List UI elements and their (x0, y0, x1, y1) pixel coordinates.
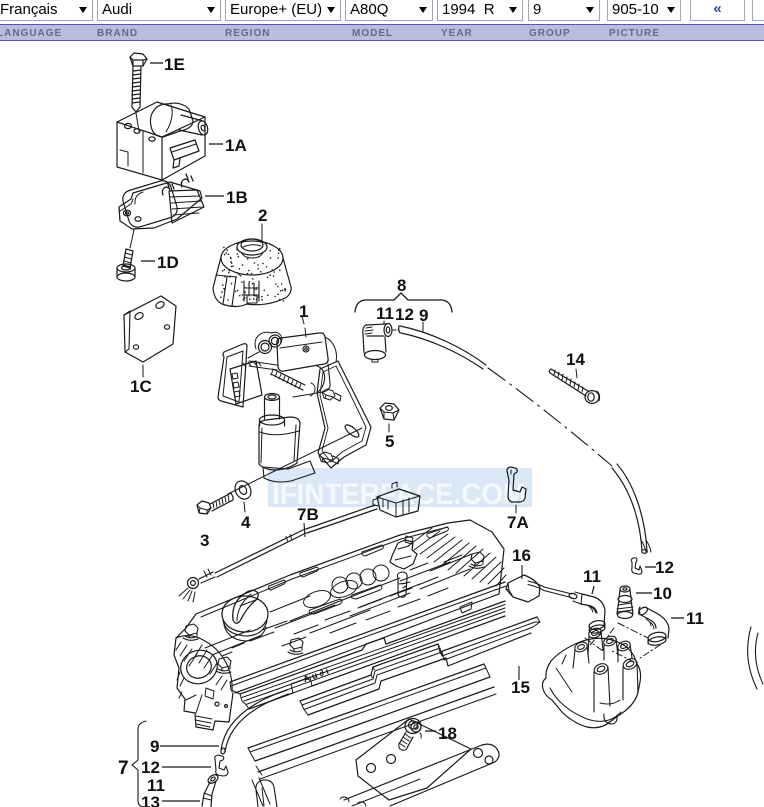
svg-text:9: 9 (419, 306, 428, 325)
svg-text:1: 1 (299, 302, 308, 321)
svg-text:12: 12 (141, 758, 160, 777)
svg-text:1C: 1C (130, 377, 152, 396)
svg-text:7A: 7A (507, 513, 529, 532)
svg-text:2: 2 (258, 206, 267, 225)
svg-text:11: 11 (686, 609, 704, 628)
svg-text:Au∂i: Au∂i (302, 665, 333, 684)
svg-text:4: 4 (241, 513, 251, 532)
svg-text:1B: 1B (226, 188, 248, 207)
svg-text:3: 3 (200, 531, 209, 550)
svg-text:1E: 1E (164, 55, 185, 74)
svg-text:7B: 7B (297, 505, 319, 524)
svg-text:18: 18 (438, 724, 457, 743)
svg-text:8: 8 (397, 276, 406, 295)
svg-text:11: 11 (147, 776, 165, 795)
svg-text:12: 12 (395, 305, 414, 324)
svg-text:16: 16 (512, 546, 531, 565)
svg-text:11: 11 (376, 304, 394, 323)
svg-text:12: 12 (655, 558, 674, 577)
svg-text:9: 9 (150, 737, 159, 756)
svg-text:15: 15 (511, 678, 530, 697)
svg-text:13: 13 (141, 793, 160, 807)
svg-text:1D: 1D (157, 253, 179, 272)
svg-text:7: 7 (118, 758, 129, 779)
svg-text:5: 5 (385, 432, 394, 451)
svg-text:10: 10 (653, 584, 672, 603)
svg-text:14: 14 (566, 350, 585, 369)
svg-text:IFINTERFACE.COM: IFINTERFACE.COM (272, 478, 526, 511)
svg-text:11: 11 (583, 567, 601, 586)
svg-text:1A: 1A (225, 136, 247, 155)
